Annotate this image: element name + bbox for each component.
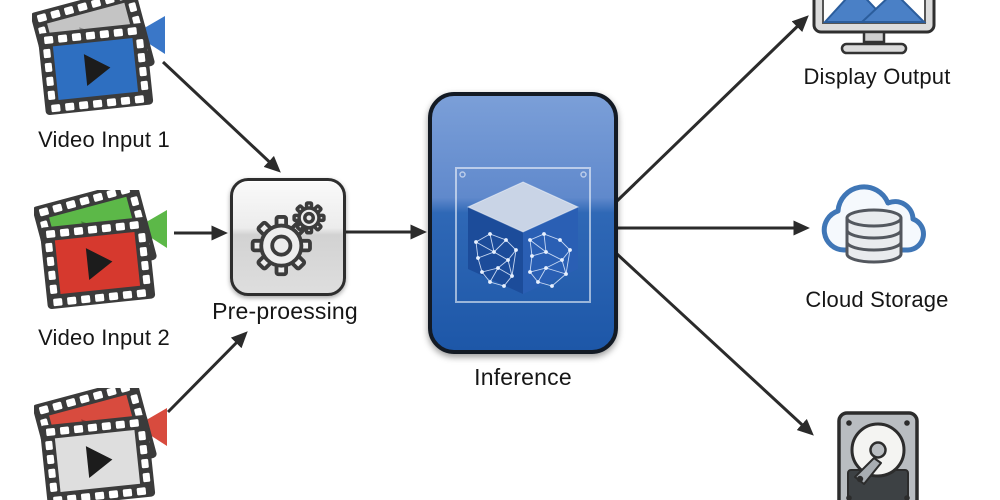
display-output-label: Display Output xyxy=(803,64,951,89)
hard-disk-icon xyxy=(837,411,919,500)
video-input-3-film-strip-icon xyxy=(34,388,169,500)
edge-video1-preprocessing xyxy=(161,60,281,173)
pre-processing-label: Pre-proessing xyxy=(212,298,358,324)
gears-icon xyxy=(250,201,326,277)
edge-inference-disk xyxy=(615,252,814,436)
cloud-storage-icon xyxy=(821,184,926,264)
monitor-icon xyxy=(812,0,936,55)
neural-cube-icon xyxy=(455,167,591,303)
pre-processing-box xyxy=(230,178,346,296)
video-input-2-label: Video Input 2 xyxy=(38,325,170,350)
inference-label: Inference xyxy=(474,364,572,390)
edge-inference-display xyxy=(615,15,809,203)
video-input-2-film-strip-icon xyxy=(34,190,169,318)
edge-video3-preprocessing xyxy=(166,331,248,414)
inference-box xyxy=(428,92,618,354)
cloud-storage-label: Cloud Storage xyxy=(805,287,949,312)
video-input-1-film-strip-icon xyxy=(32,0,167,124)
video-input-1-label: Video Input 1 xyxy=(38,127,170,152)
